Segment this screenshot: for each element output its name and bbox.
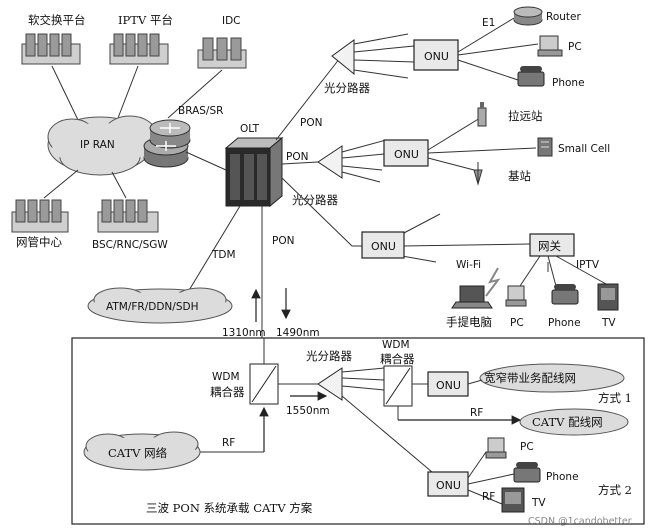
label-remote-station: 拉远站 bbox=[508, 109, 543, 123]
label-bsc: BSC/RNC/SGW bbox=[92, 239, 168, 251]
scheme-caption: 三波 PON 系统承载 CATV 方案 bbox=[146, 501, 313, 515]
label-splitter-1: 光分路器 bbox=[324, 81, 370, 95]
label-tv-1: TV bbox=[601, 317, 616, 329]
olt-icon bbox=[224, 136, 284, 208]
wifi-icon bbox=[485, 267, 501, 297]
label-phone-3: Phone bbox=[546, 471, 579, 483]
onu-5 bbox=[427, 471, 469, 497]
onu-4 bbox=[427, 371, 469, 397]
label-pon-2: PON bbox=[286, 151, 308, 163]
label-pc-3: PC bbox=[520, 441, 534, 453]
label-mode-1: 方式 1 bbox=[598, 391, 632, 405]
onu-3 bbox=[361, 231, 405, 259]
label-pon-1: PON bbox=[300, 117, 322, 129]
label-broadband: 宽窄带业务配线网 bbox=[484, 371, 576, 385]
label-gateway: 网关 bbox=[538, 239, 561, 253]
label-e1: E1 bbox=[482, 17, 495, 29]
label-wifi: Wi-Fi bbox=[456, 259, 481, 271]
broadband-cloud bbox=[479, 363, 625, 393]
label-catv-distribution: CATV 配线网 bbox=[532, 415, 603, 429]
label-splitter-3: 光分路器 bbox=[306, 349, 352, 363]
label-base-station: 基站 bbox=[508, 169, 531, 183]
label-iptv: IPTV bbox=[576, 259, 600, 271]
pc-icon-2 bbox=[505, 285, 527, 307]
laptop-icon bbox=[451, 285, 493, 309]
label-rf-2: RF bbox=[470, 407, 483, 419]
base-station-icon bbox=[473, 162, 483, 186]
label-iptv-platform: IPTV 平台 bbox=[118, 13, 173, 27]
label-phone-1: Phone bbox=[552, 77, 585, 89]
onu-3-label: ONU bbox=[371, 240, 396, 253]
remote-station-icon bbox=[477, 102, 487, 127]
label-ipran: IP RAN bbox=[80, 139, 115, 151]
atm-cloud bbox=[87, 287, 233, 324]
onu-4-label: ONU bbox=[436, 379, 461, 392]
label-catv-network: CATV 网络 bbox=[108, 446, 168, 460]
server-icon-nms bbox=[11, 199, 69, 233]
phone-icon-1 bbox=[517, 66, 545, 87]
onu-5-label: ONU bbox=[436, 479, 461, 492]
label-router: Router bbox=[546, 11, 581, 23]
small-cell-icon bbox=[537, 137, 553, 157]
label-atm: ATM/FR/DDN/SDH bbox=[106, 301, 198, 313]
label-splitter-2: 光分路器 bbox=[292, 193, 338, 207]
pc-icon-3 bbox=[485, 437, 507, 459]
catv-distribution-cloud bbox=[519, 408, 629, 436]
tv-icon-1 bbox=[597, 283, 619, 311]
label-wdm-1: WDM bbox=[212, 371, 240, 383]
label-laptop: 手提电脑 bbox=[446, 315, 492, 329]
gateway-box bbox=[529, 233, 575, 257]
server-icon-softswitch bbox=[21, 33, 81, 65]
label-bras: BRAS/SR bbox=[178, 105, 223, 117]
phone-icon-3 bbox=[513, 462, 541, 483]
server-icon-bsc bbox=[97, 199, 159, 233]
pc-icon-1 bbox=[537, 35, 563, 57]
server-icon-iptv bbox=[109, 33, 169, 65]
label-1310: 1310nm bbox=[222, 327, 266, 339]
splitter-icon-1 bbox=[331, 33, 415, 79]
label-softswitch: 软交换平台 bbox=[28, 13, 86, 27]
label-small-cell: Small Cell bbox=[558, 143, 610, 155]
label-wdm-1-sub: 耦合器 bbox=[210, 385, 245, 399]
label-tdm: TDM bbox=[211, 249, 236, 261]
label-mode-2: 方式 2 bbox=[598, 483, 632, 497]
label-wdm-2: WDM bbox=[382, 339, 410, 351]
label-pc-1: PC bbox=[568, 41, 582, 53]
router-icon-top bbox=[513, 6, 543, 26]
label-1490: 1490nm bbox=[276, 327, 320, 339]
label-rf-1: RF bbox=[222, 437, 235, 449]
label-phone-2: Phone bbox=[548, 317, 581, 329]
tv-icon-2 bbox=[501, 487, 525, 513]
label-nms: 网管中心 bbox=[16, 235, 62, 249]
splitter-icon-2 bbox=[317, 139, 387, 183]
server-icon-idc bbox=[197, 37, 247, 69]
router-icon-bras bbox=[143, 119, 191, 168]
label-tv-2: TV bbox=[531, 497, 546, 509]
phone-icon-2 bbox=[551, 284, 579, 305]
watermark-text: CSDN @1candobetter bbox=[528, 516, 632, 527]
label-pon-3: PON bbox=[272, 235, 294, 247]
onu-2-label: ONU bbox=[394, 148, 419, 161]
ipran-cloud bbox=[47, 115, 157, 176]
label-wdm-2-sub: 耦合器 bbox=[380, 352, 415, 366]
label-1550: 1550nm bbox=[286, 405, 330, 417]
catv-network-cloud bbox=[83, 431, 201, 471]
label-pc-2: PC bbox=[510, 317, 524, 329]
onu-1-label: ONU bbox=[424, 50, 449, 63]
label-rf-3: RF bbox=[482, 491, 495, 503]
label-idc: IDC bbox=[222, 15, 241, 27]
onu-2 bbox=[383, 139, 429, 167]
catv-scheme-frame bbox=[71, 337, 645, 525]
label-olt: OLT bbox=[240, 123, 260, 135]
splitter-icon-3 bbox=[317, 367, 433, 473]
